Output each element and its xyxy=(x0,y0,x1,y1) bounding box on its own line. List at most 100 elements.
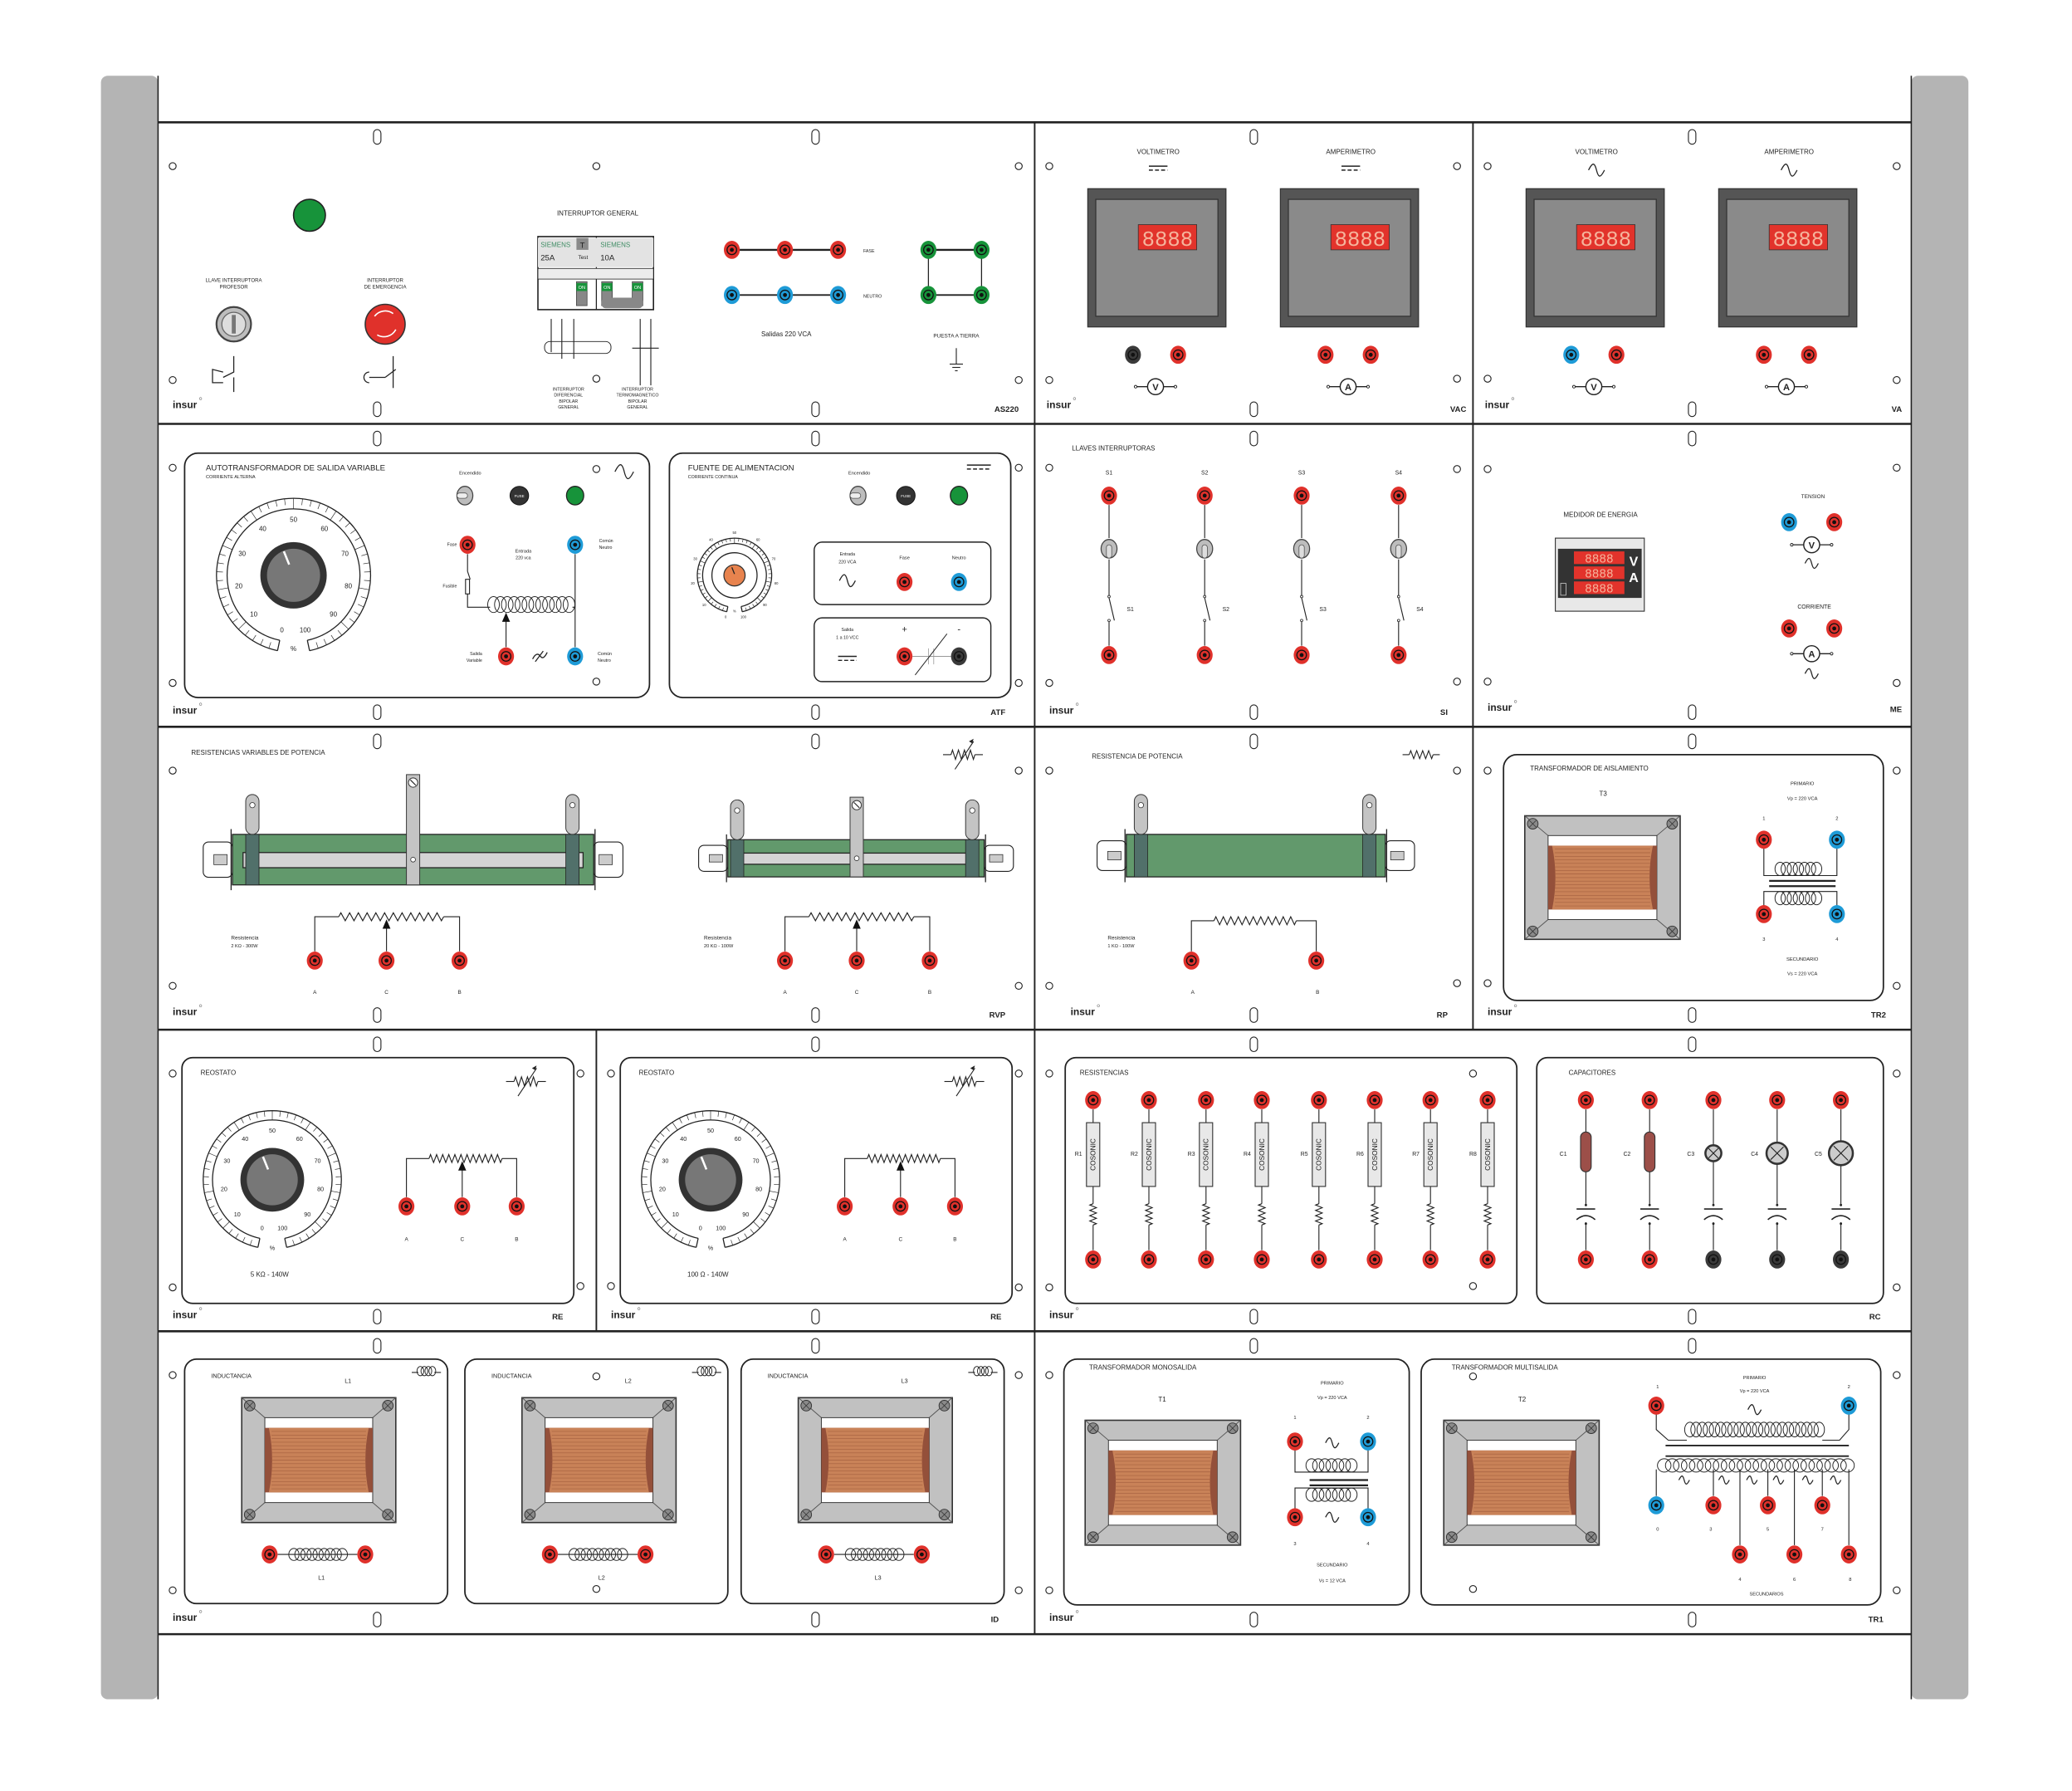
resistor-terminal-jack[interactable] xyxy=(777,952,794,970)
ground-jack[interactable] xyxy=(973,286,990,305)
secondary-jack[interactable] xyxy=(1829,905,1845,923)
capacitor-bottom-jack[interactable] xyxy=(1833,1250,1850,1269)
inductor-jack[interactable] xyxy=(541,1545,558,1563)
switch-lever[interactable] xyxy=(1298,544,1305,559)
switch-top-jack[interactable] xyxy=(1293,487,1310,505)
emergency-stop-button[interactable] xyxy=(364,303,406,345)
resistor-terminal-jack[interactable] xyxy=(452,952,468,970)
rheostat-terminal-jack[interactable] xyxy=(837,1197,853,1216)
switch-bottom-jack[interactable] xyxy=(1390,646,1407,664)
capacitor-bottom-jack[interactable] xyxy=(1705,1250,1722,1269)
inductor-jack[interactable] xyxy=(913,1545,930,1563)
toggle-switch[interactable] xyxy=(1293,539,1311,559)
inductor-jack[interactable] xyxy=(357,1545,374,1563)
resistor-top-jack[interactable] xyxy=(1085,1091,1102,1109)
knob-face[interactable] xyxy=(723,564,746,587)
voltage-jack[interactable] xyxy=(1781,513,1797,531)
phase-output-jack[interactable] xyxy=(777,241,794,259)
toggle-switch[interactable] xyxy=(1195,539,1214,559)
switch-lever[interactable] xyxy=(1106,544,1112,559)
switch-lever[interactable] xyxy=(457,492,468,499)
meter-input-jack[interactable] xyxy=(1801,345,1817,365)
resistor-bottom-jack[interactable] xyxy=(1479,1250,1496,1269)
secondary-tap-jack[interactable] xyxy=(1814,1496,1830,1515)
resistor-top-jack[interactable] xyxy=(1366,1091,1383,1109)
resistor-bottom-jack[interactable] xyxy=(1141,1250,1157,1269)
voltage-knob[interactable] xyxy=(723,564,746,587)
rheostat-terminal-jack[interactable] xyxy=(454,1197,471,1216)
resistor-bottom-jack[interactable] xyxy=(1198,1250,1214,1269)
inductor-jack[interactable] xyxy=(638,1545,654,1563)
ground-jack[interactable] xyxy=(920,241,936,259)
mushroom-button[interactable] xyxy=(364,303,406,345)
knob-face[interactable] xyxy=(685,1154,736,1206)
switch-top-jack[interactable] xyxy=(1196,487,1213,505)
neutral-output-jack[interactable] xyxy=(724,286,740,305)
fuse-cap[interactable] xyxy=(509,486,530,506)
resistor-terminal-jack[interactable] xyxy=(306,952,323,970)
ground-jack[interactable] xyxy=(973,241,990,259)
secondary-tap-jack[interactable] xyxy=(1705,1496,1722,1515)
rheostat-terminal-jack[interactable] xyxy=(946,1197,963,1216)
knob-face[interactable] xyxy=(247,1154,298,1206)
meter-input-jack[interactable] xyxy=(1608,345,1625,365)
phase-input-jack[interactable] xyxy=(459,536,476,554)
slider-post[interactable] xyxy=(849,796,864,878)
current-jack[interactable] xyxy=(1826,619,1843,638)
switch-lever[interactable] xyxy=(849,492,862,499)
switch-lever[interactable] xyxy=(1201,544,1208,559)
knob-face[interactable] xyxy=(266,548,320,602)
resistor-terminal-jack[interactable] xyxy=(1308,952,1325,970)
resistor-terminal-jack[interactable] xyxy=(1183,952,1200,970)
secondary-tap-jack[interactable] xyxy=(1732,1545,1748,1563)
capacitor-top-jack[interactable] xyxy=(1705,1091,1722,1109)
meter-input-jack[interactable] xyxy=(1317,345,1334,365)
common-jack[interactable] xyxy=(1648,1496,1664,1515)
neutral-input-jack[interactable] xyxy=(567,536,584,554)
capacitor-top-jack[interactable] xyxy=(1577,1091,1594,1109)
power-switch[interactable] xyxy=(849,486,867,506)
sliding-power-resistor[interactable] xyxy=(698,796,1014,883)
power-switch[interactable] xyxy=(456,486,474,506)
test-button[interactable] xyxy=(576,237,589,250)
resistor-terminal-jack[interactable] xyxy=(848,952,865,970)
ground-jack[interactable] xyxy=(920,286,936,305)
capacitor-bottom-jack[interactable] xyxy=(1641,1250,1658,1269)
capacitor-top-jack[interactable] xyxy=(1641,1091,1658,1109)
toggle-switch[interactable] xyxy=(1390,539,1408,559)
secondary-tap-jack[interactable] xyxy=(1786,1545,1803,1563)
fuse-holder[interactable]: FUSE xyxy=(896,486,916,506)
capacitor-top-jack[interactable] xyxy=(1833,1091,1850,1109)
dc-negative-jack[interactable] xyxy=(950,647,967,666)
meter-input-jack[interactable] xyxy=(1756,345,1772,365)
resistor-top-jack[interactable] xyxy=(1479,1091,1496,1109)
voltage-jack[interactable] xyxy=(1826,513,1843,531)
primary-jack[interactable] xyxy=(1756,830,1772,849)
inductor-jack[interactable] xyxy=(818,1545,834,1563)
switch-top-jack[interactable] xyxy=(1390,487,1407,505)
mode-button[interactable] xyxy=(1560,583,1566,596)
meter-input-jack[interactable] xyxy=(1170,345,1186,365)
resistor-bottom-jack[interactable] xyxy=(1311,1250,1327,1269)
primary-jack[interactable] xyxy=(1840,1397,1857,1415)
neutral-output-jack[interactable] xyxy=(830,286,847,305)
capacitor-bottom-jack[interactable] xyxy=(1577,1250,1594,1269)
resistor-terminal-jack[interactable] xyxy=(379,952,395,970)
resistor-top-jack[interactable] xyxy=(1141,1091,1157,1109)
fuse-cap[interactable] xyxy=(896,486,916,506)
resistor-terminal-jack[interactable] xyxy=(921,952,938,970)
meter-input-jack[interactable] xyxy=(1125,345,1141,365)
inductor-jack[interactable] xyxy=(261,1545,278,1563)
sliding-power-resistor[interactable] xyxy=(203,774,623,891)
resistor-bottom-jack[interactable] xyxy=(1253,1250,1270,1269)
primary-jack[interactable] xyxy=(1360,1432,1376,1451)
switch-top-jack[interactable] xyxy=(1101,487,1117,505)
switch-bottom-jack[interactable] xyxy=(1196,646,1213,664)
neutral-output-jack[interactable] xyxy=(567,647,584,666)
phase-output-jack[interactable] xyxy=(724,241,740,259)
